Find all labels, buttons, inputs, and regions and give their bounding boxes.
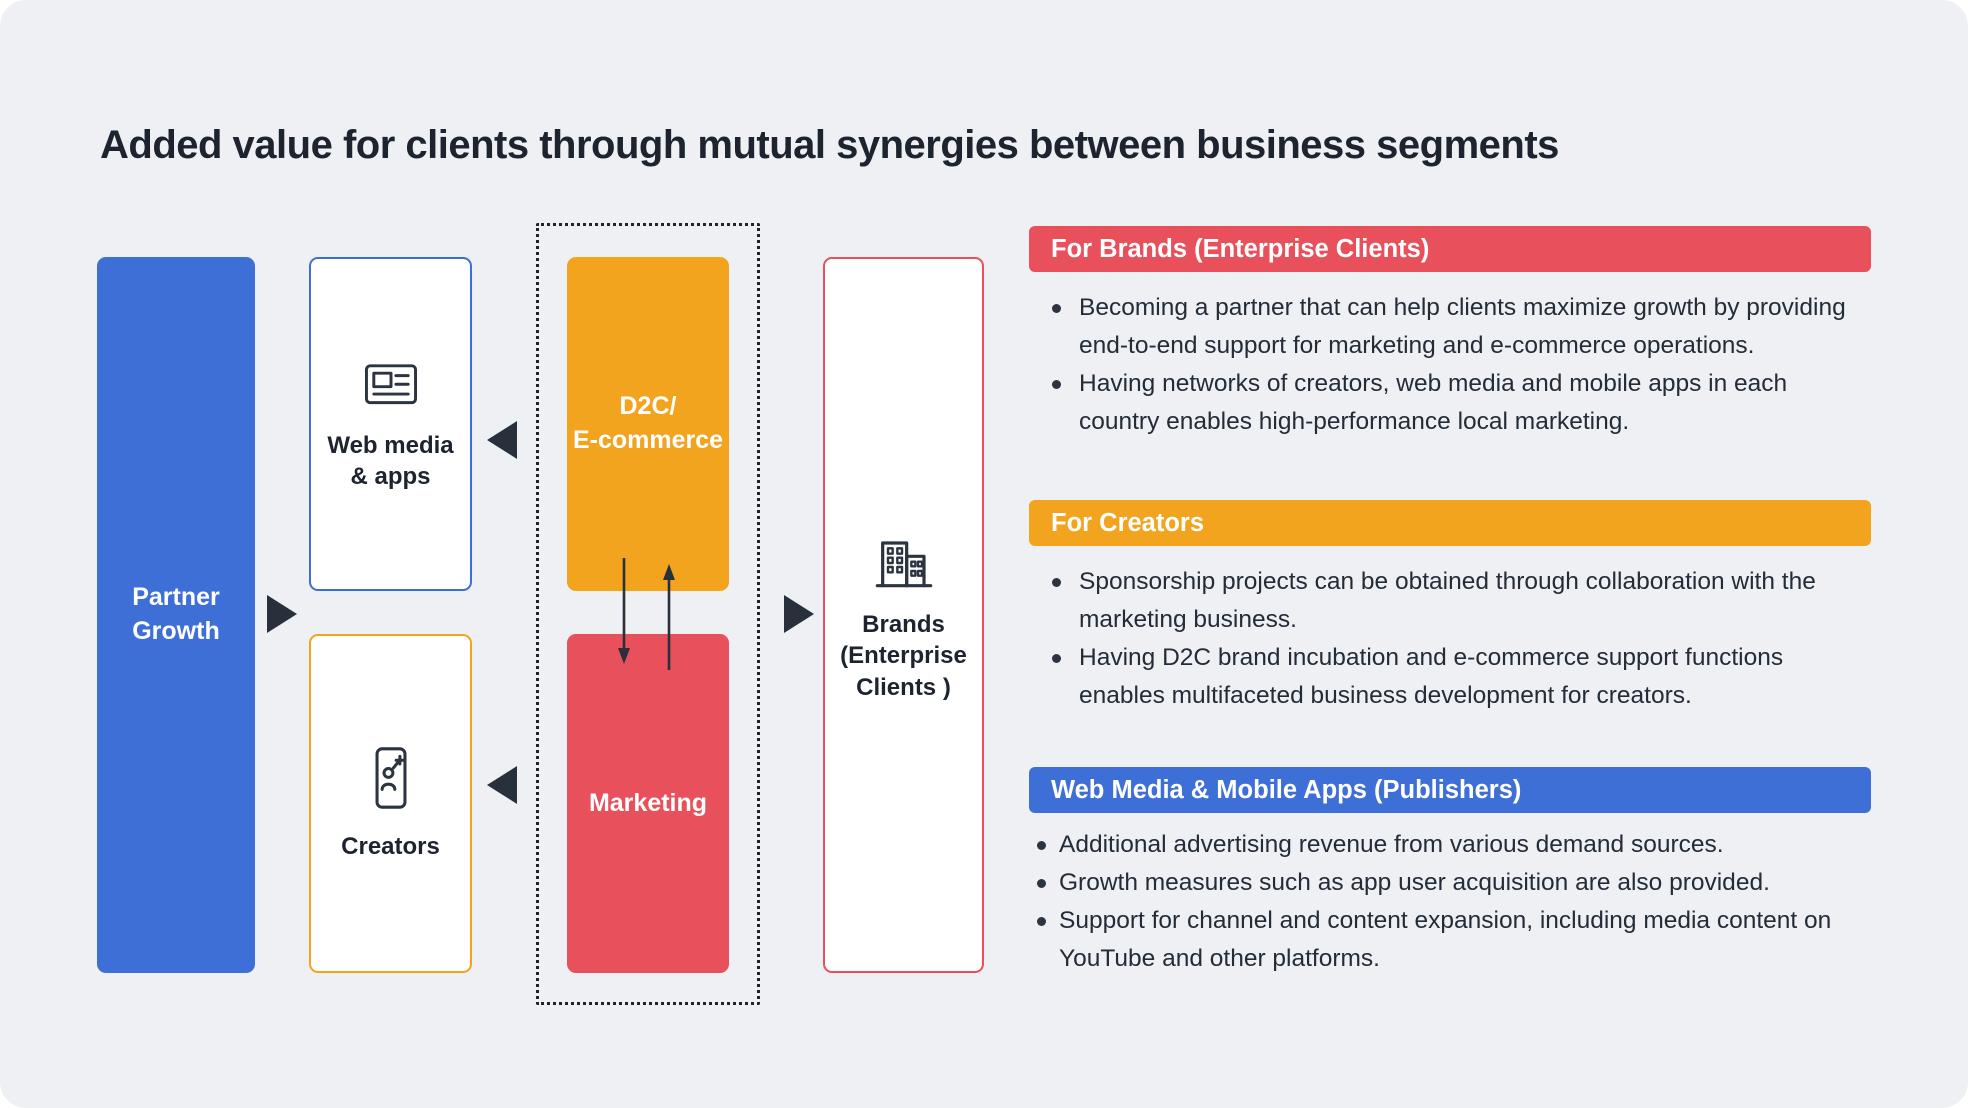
panel-publishers-bullets: Additional advertising revenue from vari… <box>1029 826 1871 978</box>
brands-box: Brands (Enterprise Clients ) <box>823 257 984 973</box>
bullet-item: Support for channel and content expansio… <box>1037 902 1871 978</box>
partner-growth-box: Partner Growth <box>97 257 255 973</box>
bullet-item: Sponsorship projects can be obtained thr… <box>1052 563 1871 639</box>
flow-arrow-right-brands-icon <box>784 595 814 633</box>
newspaper-icon <box>359 356 423 410</box>
brands-label: Brands (Enterprise Clients ) <box>840 611 967 701</box>
benefit-panels: For Brands (Enterprise Clients) Becoming… <box>1029 226 1871 1026</box>
bullet-item: Having D2C brand incubation and e-commer… <box>1052 639 1871 715</box>
bullet-item: Additional advertising revenue from vari… <box>1037 826 1871 864</box>
d2c-ecommerce-label: D2C/ E-commerce <box>572 392 724 454</box>
web-media-apps-label: Web media & apps <box>327 431 454 490</box>
marketing-label: Marketing <box>588 788 708 817</box>
building-icon <box>869 527 939 591</box>
creator-phone-icon <box>368 745 414 811</box>
d2c-ecommerce-box: D2C/ E-commerce <box>567 257 729 591</box>
bullet-item: Having networks of creators, web media a… <box>1052 365 1871 441</box>
creators-box: Creators <box>309 634 472 973</box>
bullet-item: Growth measures such as app user acquisi… <box>1037 864 1871 902</box>
panel-for-brands: For Brands (Enterprise Clients) Becoming… <box>1029 226 1871 441</box>
synergy-group-outline <box>536 223 760 1005</box>
flow-arrow-right-icon <box>267 595 297 633</box>
page-title: Added value for clients through mutual s… <box>100 122 1559 167</box>
flow-arrow-left-top-icon <box>487 421 517 459</box>
exchange-arrows-icon <box>618 558 675 670</box>
panel-for-brands-header: For Brands (Enterprise Clients) <box>1029 226 1871 272</box>
creators-label: Creators <box>341 832 440 860</box>
web-media-apps-box: Web media & apps <box>309 257 472 591</box>
panel-for-creators: For Creators Sponsorship projects can be… <box>1029 500 1871 715</box>
panel-for-brands-bullets: Becoming a partner that can help clients… <box>1029 289 1871 441</box>
panel-publishers: Web Media & Mobile Apps (Publishers) Add… <box>1029 767 1871 978</box>
bullet-item: Becoming a partner that can help clients… <box>1052 289 1871 365</box>
marketing-box: Marketing <box>567 634 729 973</box>
panel-for-creators-header: For Creators <box>1029 500 1871 546</box>
panel-for-creators-bullets: Sponsorship projects can be obtained thr… <box>1029 563 1871 715</box>
panel-publishers-header: Web Media & Mobile Apps (Publishers) <box>1029 767 1871 813</box>
flow-arrow-left-bottom-icon <box>487 766 517 804</box>
partner-growth-label: Partner Growth <box>132 583 220 645</box>
